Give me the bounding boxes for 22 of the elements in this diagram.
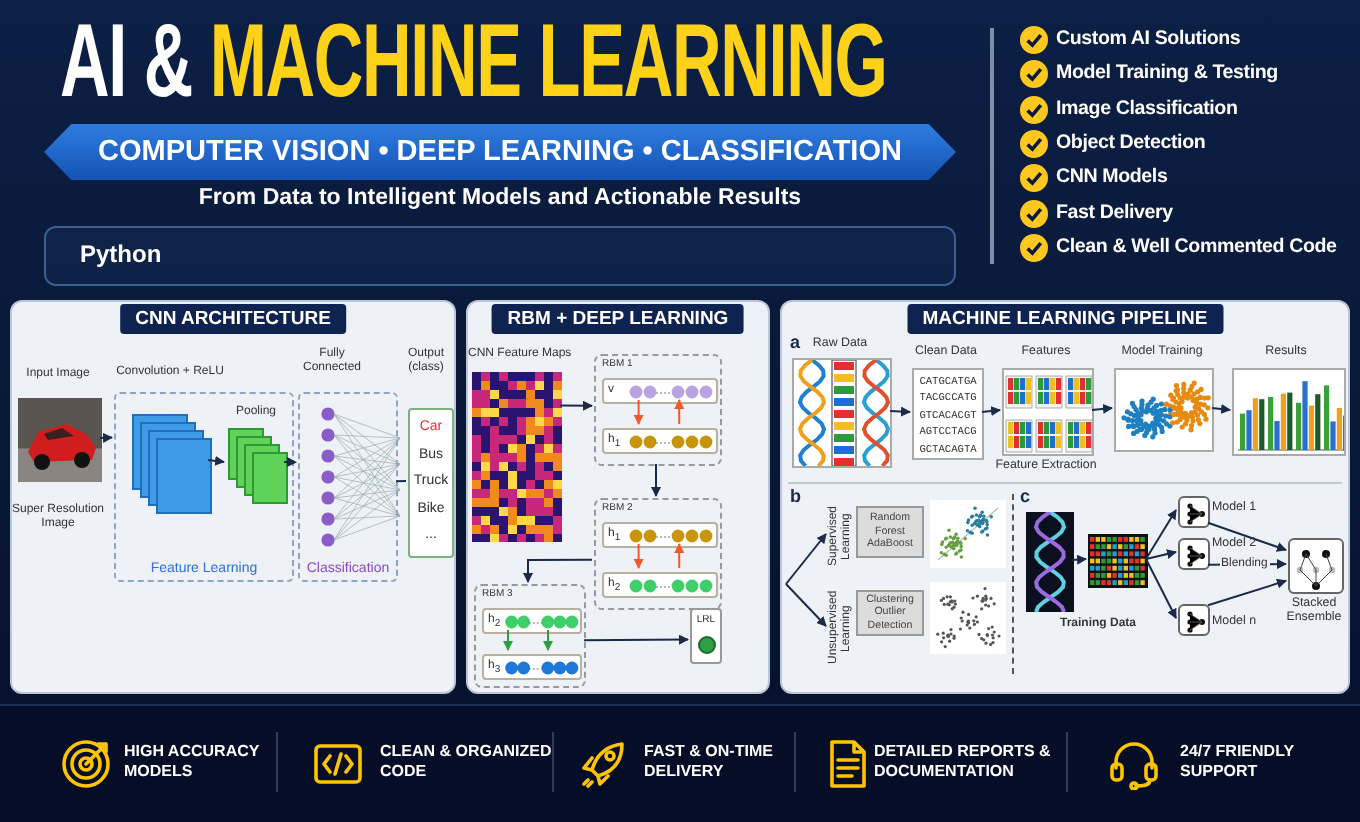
panel-letter: a	[790, 332, 803, 354]
feature-list-item: CNN Models	[1056, 166, 1168, 190]
feature-caption: CLEAN & ORGANIZED CODE	[380, 742, 552, 781]
feature-list-item: Custom AI Solutions	[1056, 28, 1241, 52]
panel-letter: b	[790, 486, 803, 508]
main-title: AI & MACHINE LEARNING	[60, 4, 887, 120]
feature-list-item: Object Detection	[1056, 131, 1206, 156]
feature-caption: DETAILED REPORTS & DOCUMENTATION	[874, 742, 1053, 781]
feature-list-item: Clean & Well Commented Code	[1056, 235, 1337, 260]
tool-name: Python	[80, 240, 164, 269]
feature-list-item: Model Training & Testing	[1056, 62, 1278, 87]
feature-caption: FAST & ON-TIME DELIVERY	[644, 742, 775, 781]
feature-list-item: Fast Delivery	[1056, 201, 1173, 225]
subtitle-text: From Data to Intelligent Models and Actionable Results	[196, 186, 804, 214]
panel-title: MACHINE LEARNING PIPELINE	[906, 304, 1224, 334]
banner-ribbon: COMPUTER VISION • DEEP LEARNING • CLASSIFICATION	[44, 124, 956, 180]
feature-caption: HIGH ACCURACY MODELS	[124, 742, 262, 781]
feature-list-item: Image Classification	[1056, 97, 1238, 121]
panel-title: RBM + DEEP LEARNING	[491, 304, 745, 334]
panel-title: CNN ARCHITECTURE	[119, 304, 347, 334]
feature-caption: 24/7 FRIENDLY SUPPORT	[1180, 742, 1296, 781]
panel-letter: c	[1020, 486, 1033, 508]
